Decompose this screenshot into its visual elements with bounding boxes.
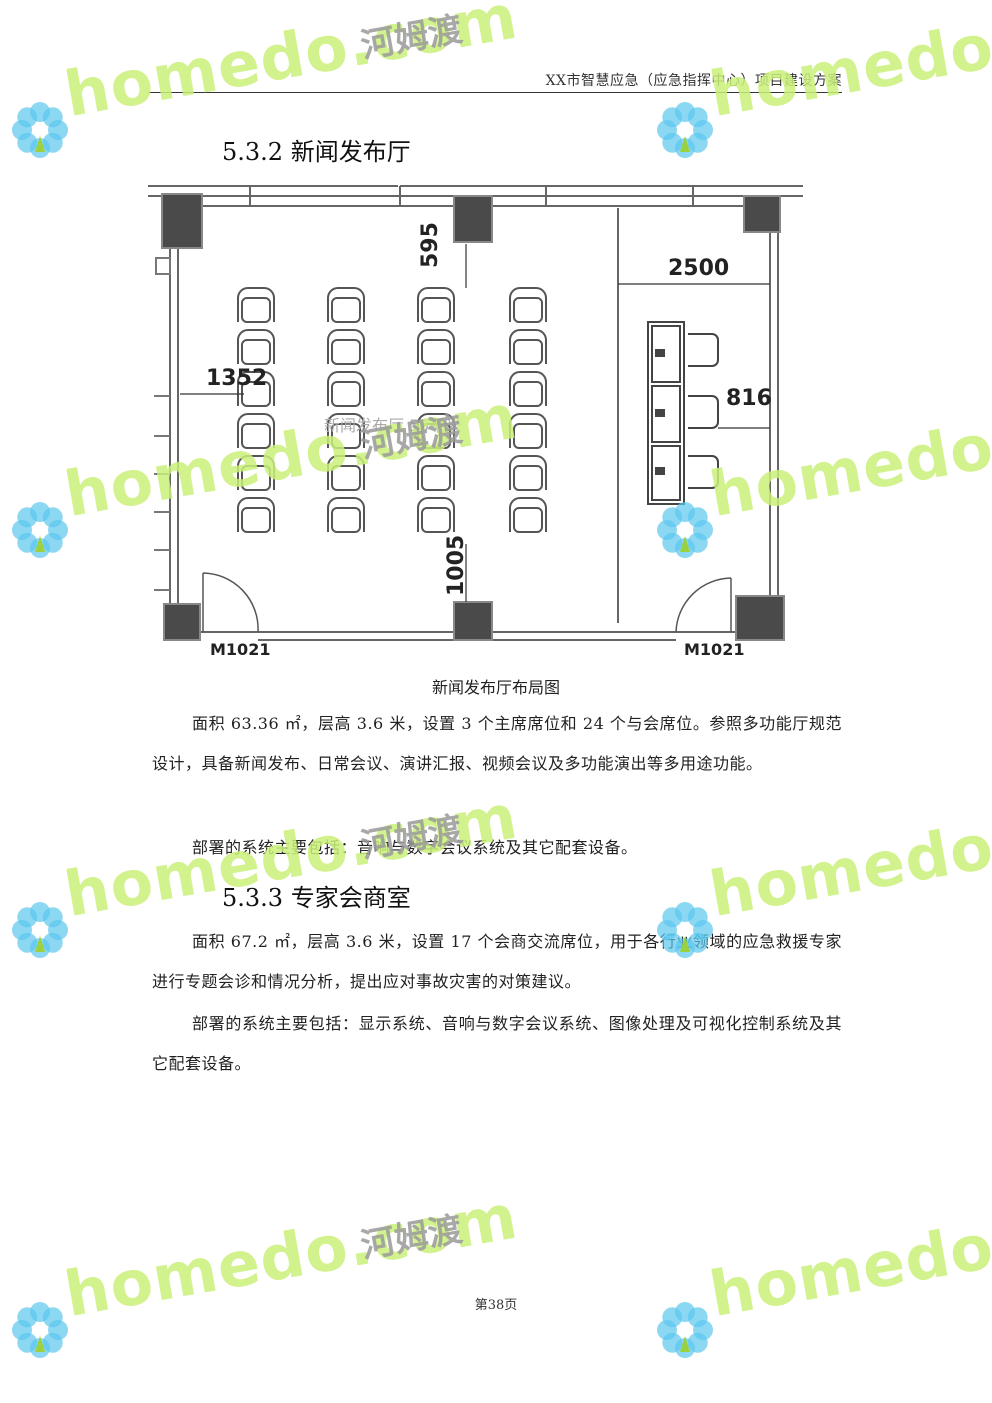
seat-cushion <box>421 297 451 323</box>
dim-1005: 1005 <box>444 534 469 596</box>
seat-cushion <box>513 381 543 407</box>
seat-cushion <box>513 465 543 491</box>
paragraph-press-hall-systems: 部署的系统主要包括：音响与数字会议系统及其它配套设备。 <box>192 838 638 857</box>
dim-1352: 1352 <box>206 366 268 391</box>
seat <box>327 287 365 322</box>
seat-cushion <box>513 297 543 323</box>
floor-plan: 595 2500 1352 816 1005 M1021 M1021 新闻发布厅… <box>148 178 803 662</box>
room-label: 新闻发布厅 55平米 <box>324 416 462 435</box>
seat-cushion <box>241 507 271 533</box>
seat <box>509 455 547 490</box>
seat-cushion <box>241 465 271 491</box>
floor-plan-drawing <box>148 185 803 641</box>
seat <box>237 497 275 532</box>
dim-816: 816 <box>726 386 772 411</box>
seat <box>327 371 365 406</box>
watermark-flower-icon <box>10 500 70 560</box>
header-title: XX市智慧应急（应急指挥中心）项目建设方案 <box>545 73 842 89</box>
paragraph-press-hall: 面积 63.36 ㎡，层高 3.6 米，设置 3 个主席席位和 24 个与会席位… <box>152 714 842 773</box>
seat-cushion <box>241 339 271 365</box>
seat-cushion <box>513 507 543 533</box>
watermark-brand: homedo.com <box>704 0 992 132</box>
seat-cushion <box>331 297 361 323</box>
watermark-flower-icon <box>10 100 70 160</box>
seat <box>237 371 275 406</box>
door-label-right: M1021 <box>684 640 745 659</box>
seat <box>417 287 455 322</box>
watermark-flower-icon <box>655 100 715 160</box>
seat <box>327 497 365 532</box>
dim-595: 595 <box>418 222 443 268</box>
watermark-brand: homedo.com <box>704 779 992 931</box>
seat-cushion <box>331 339 361 365</box>
audience-seats <box>237 287 547 533</box>
seat-cushion <box>421 423 451 449</box>
seat <box>509 413 547 448</box>
seat <box>237 329 275 364</box>
seat <box>417 371 455 406</box>
seat-cushion <box>331 381 361 407</box>
seat-cushion <box>331 465 361 491</box>
seat <box>509 371 547 406</box>
seat <box>509 287 547 322</box>
door-label-left: M1021 <box>210 640 271 659</box>
seat-cushion <box>421 465 451 491</box>
seat-cushion <box>513 423 543 449</box>
dim-2500: 2500 <box>668 256 730 281</box>
section-heading-5-3-2: 5.3.2 新闻发布厅 <box>222 138 411 166</box>
section-heading-5-3-3: 5.3.3 专家会商室 <box>222 884 411 912</box>
seat <box>237 413 275 448</box>
seat <box>327 455 365 490</box>
seat-cushion <box>421 381 451 407</box>
paragraph-expert-room: 面积 67.2 ㎡，层高 3.6 米，设置 17 个会商交流席位，用于各行业领域… <box>152 932 842 991</box>
paragraph-expert-room-systems: 部署的系统主要包括：显示系统、音响与数字会议系统、图像处理及可视化控制系统及其它… <box>152 1014 842 1073</box>
seat <box>417 413 455 448</box>
seat-cushion <box>241 423 271 449</box>
seat-cushion <box>421 507 451 533</box>
seat <box>417 329 455 364</box>
seat-cushion <box>331 507 361 533</box>
seat <box>417 455 455 490</box>
seat-cushion <box>241 297 271 323</box>
running-header: XX市智慧应急（应急指挥中心）项目建设方案 <box>148 70 842 93</box>
chairman-table <box>647 321 719 505</box>
watermark-flower-icon <box>10 900 70 960</box>
seat-cushion <box>421 339 451 365</box>
seat <box>417 497 455 532</box>
seat <box>509 497 547 532</box>
seat <box>237 287 275 322</box>
seat <box>327 329 365 364</box>
figure-caption: 新闻发布厅布局图 <box>431 678 560 697</box>
seat <box>327 413 365 448</box>
seat-cushion <box>513 339 543 365</box>
seat <box>509 329 547 364</box>
seat <box>237 455 275 490</box>
page-number: 第38页 <box>474 1298 518 1313</box>
seat-cushion <box>331 423 361 449</box>
